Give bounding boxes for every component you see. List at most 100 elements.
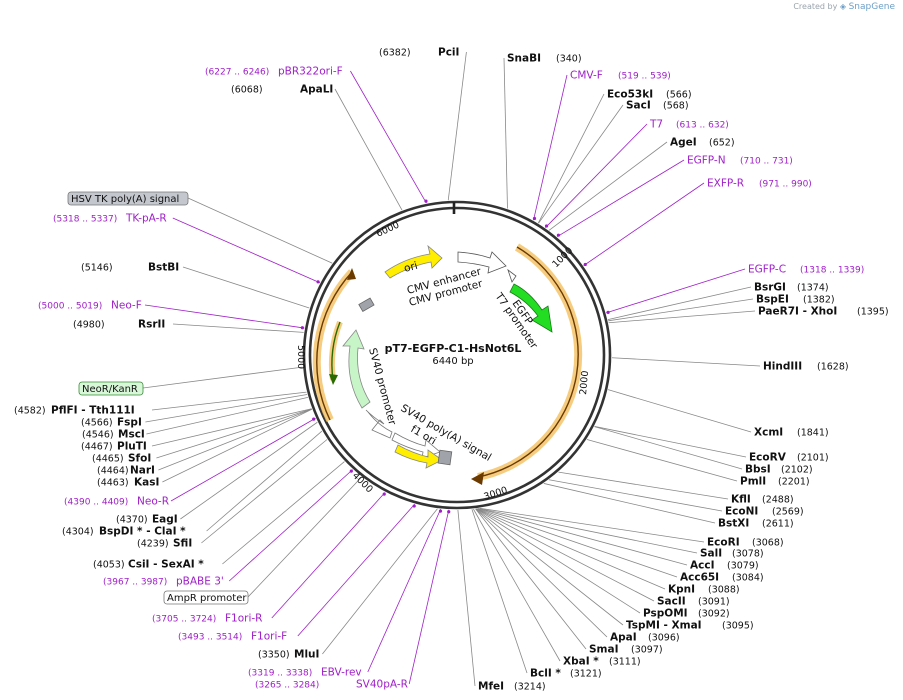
site-kasi-pos: (4463) <box>97 478 129 489</box>
primer-mark <box>412 504 416 508</box>
site-econi-name: EcoNI <box>725 506 758 518</box>
site-xcmi-pos: (1841) <box>797 428 829 439</box>
site-bspei-name: BspEI <box>756 294 789 306</box>
connector-line <box>558 471 729 500</box>
site-pluti-name: PluTI <box>117 441 147 453</box>
connector-line <box>271 492 386 619</box>
site-sfoi-pos: (4465) <box>92 454 124 465</box>
connector-line <box>170 417 316 502</box>
connector-line <box>503 57 508 209</box>
site-bsrgi-name: BsrGI <box>754 282 786 294</box>
ori-feature <box>384 244 443 279</box>
site-kpni-name: KpnI <box>668 584 695 596</box>
site-acci-name: AccI <box>690 560 714 572</box>
site-kfli-name: KflI <box>731 494 751 506</box>
orf-left-arrow-icon <box>347 268 356 280</box>
primer-egfp-n-pos: (710 .. 731) <box>740 157 793 167</box>
site-mlui-name: MluI <box>294 649 319 661</box>
connector-line <box>473 508 561 662</box>
primer-pbr322ori-f-name: pBR322ori-F <box>278 66 343 78</box>
site-pmli-pos: (2201) <box>778 477 810 488</box>
site-agei-pos: (652) <box>709 138 735 149</box>
connector-line <box>162 408 313 483</box>
connector-line <box>144 304 305 329</box>
terminator-box <box>437 449 453 466</box>
primer-f1ori-f-name: F1ori-F <box>251 631 287 643</box>
primer-t7-name: T7 <box>649 119 663 131</box>
connector-line <box>476 508 641 614</box>
site-bbsi-pos: (2102) <box>781 465 813 476</box>
connector-line <box>187 197 333 264</box>
connector-line <box>334 88 403 211</box>
ori-label: ori <box>403 260 419 275</box>
site-acc65i-pos: (3084) <box>732 573 764 584</box>
site-csii-sexai-pos: (4053) <box>93 560 125 571</box>
site-msci-name: MscI <box>118 429 145 441</box>
site-nari-name: NarI <box>130 465 155 477</box>
primer-mark <box>438 509 443 513</box>
connector-lines <box>142 51 761 687</box>
primer-exfp-r-name: EXFP-R <box>707 178 744 190</box>
connector-line <box>475 508 624 626</box>
connector-line <box>594 426 743 470</box>
site-bcli-name: BclI * <box>530 668 561 680</box>
primer-egfp-c-pos: (1318 .. 1339) <box>800 266 864 276</box>
connector-line <box>475 508 587 650</box>
sv40-promoter-feature <box>342 329 371 409</box>
site-pspomi-name: PspOMI <box>643 608 688 620</box>
site-msci-pos: (4546) <box>82 430 114 441</box>
site-xcmi-name: XcmI <box>754 427 783 439</box>
site-apai-name: ApaI <box>610 632 637 644</box>
connector-line <box>350 70 427 204</box>
snapgene-logo-icon: ◈ <box>839 2 847 11</box>
primer-ebv-rev-name: EBV-rev <box>321 667 362 679</box>
primer-pbabe-3-pos: (3967 .. 3987) <box>103 578 167 588</box>
connector-line <box>586 439 738 482</box>
site-rsrii-name: RsrII <box>138 319 165 331</box>
connector-line <box>594 426 747 458</box>
site-bbsi-name: BbsI <box>745 464 771 476</box>
primer-t7-pos: (613 .. 632) <box>676 121 729 131</box>
site-sali-pos: (3078) <box>732 549 764 560</box>
connector-line <box>146 397 309 435</box>
site-eagi-name: EagI <box>152 514 178 526</box>
credit-prefix: Created by <box>793 2 838 11</box>
site-tspmi-xmai-pos: (3095) <box>722 621 754 632</box>
connector-line <box>247 476 362 598</box>
site-apali-name: ApaLI <box>300 84 333 96</box>
connector-line <box>477 508 678 578</box>
plasmid-size: 6440 bp <box>432 356 473 367</box>
orf-inner-arrow-icon <box>329 374 338 385</box>
orf-right-arrow-icon <box>471 472 484 485</box>
primer-mark <box>544 224 549 228</box>
connector-line <box>156 408 312 459</box>
site-bsrgi-pos: (1374) <box>797 283 829 294</box>
connector-line <box>158 408 312 471</box>
site-ecorv-pos: (2101) <box>797 453 829 464</box>
site-smai-pos: (3097) <box>631 645 663 656</box>
connector-line <box>478 508 688 566</box>
site-nari-pos: (4464) <box>97 466 129 477</box>
primer-pbr322ori-f-pos: (6227 .. 6246) <box>205 68 269 78</box>
primer-mark <box>447 510 451 514</box>
site-smai-name: SmaI <box>589 644 619 656</box>
tick-label-1000: 1000 <box>550 245 575 270</box>
f1-ori-feature <box>394 444 443 469</box>
primer-mark <box>583 262 587 267</box>
site-mfei-name: MfeI <box>478 681 504 693</box>
site-ecori-pos: (3068) <box>752 538 784 549</box>
site-pluti-pos: (4467) <box>81 442 113 453</box>
feature-arrows <box>342 244 553 469</box>
orf-arc-left-line <box>316 271 353 421</box>
site-hindiii-name: HindIII <box>763 361 802 373</box>
site-pflfi-tth111i-name: PflFI - Tth111I <box>51 405 135 417</box>
primer-tk-pa-r-name: TK-pA-R <box>125 213 167 225</box>
site-sfii-name: SfiI <box>173 538 192 550</box>
connector-line <box>478 508 698 554</box>
connector-line <box>475 508 608 638</box>
site-tspmi-xmai-name: TspMI - XmaI <box>626 620 702 632</box>
primer-mark <box>349 469 353 473</box>
site-snabi-pos: (340) <box>556 54 582 65</box>
boxed-label-bg <box>67 191 189 206</box>
primer-mark <box>424 199 428 203</box>
